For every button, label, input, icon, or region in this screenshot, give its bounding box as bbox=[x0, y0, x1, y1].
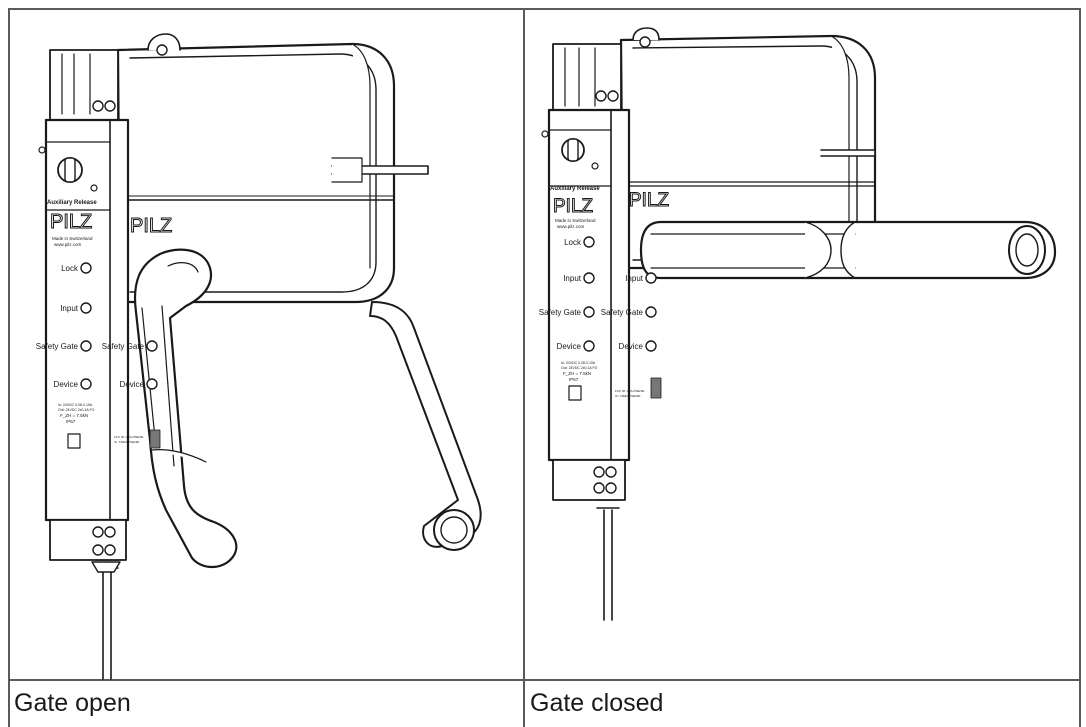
table-border-top bbox=[8, 8, 1081, 10]
side-label-input: Input bbox=[625, 274, 644, 283]
handle-arm-rear bbox=[369, 301, 482, 548]
rating-line-2: Out: 24VDC 2x0,1A FO bbox=[561, 366, 598, 370]
led-lock bbox=[80, 262, 92, 274]
rating-line-3: F_ZH = 7.5kN bbox=[563, 371, 591, 376]
fcc-line-2: IC: 7482A-PSEN6L bbox=[114, 440, 140, 444]
caption-gate-open: Gate open bbox=[14, 689, 131, 717]
actuator-tongue bbox=[820, 149, 876, 157]
rating-line-1: In: 24VDC 0,08-0,15A bbox=[58, 403, 93, 407]
made-in-label: Made in Switzerland bbox=[555, 218, 596, 223]
led-safety-gate bbox=[583, 306, 595, 318]
indicator-label-lock: Lock bbox=[61, 264, 79, 273]
rating-line-4: IP67 bbox=[66, 419, 76, 424]
image-cell-gate-closed: Auxiliary Release PILZ PILZ Made in Swit… bbox=[525, 10, 1079, 679]
gate-closed-illustration: Auxiliary Release PILZ PILZ Made in Swit… bbox=[539, 27, 1057, 621]
fcc-line-1: FCC ID: VPA-PSEN6L bbox=[615, 389, 645, 393]
side-label-device: Device bbox=[619, 342, 644, 351]
table-border-left bbox=[8, 8, 10, 727]
led-input bbox=[80, 302, 92, 314]
rating-line-1: In: 24VDC 0,08-0,15A bbox=[561, 361, 596, 365]
side-label-safety-gate: Safety Gate bbox=[601, 308, 644, 317]
connector-cable bbox=[603, 509, 613, 621]
bottom-connector bbox=[49, 519, 127, 561]
brand-front: PILZ bbox=[50, 211, 92, 233]
led-lock bbox=[583, 236, 595, 248]
brand-side: PILZ bbox=[629, 190, 670, 211]
qr-code bbox=[149, 429, 161, 449]
qr-code bbox=[650, 377, 662, 399]
brand-front: PILZ bbox=[553, 196, 594, 217]
switch-body bbox=[547, 108, 631, 462]
indicator-label-safety-gate: Safety Gate bbox=[36, 342, 79, 351]
key-lock-icon bbox=[38, 146, 98, 192]
website-label: www.pilz.com bbox=[557, 224, 585, 229]
indicator-label-input: Input bbox=[563, 274, 582, 283]
indicator-label-lock: Lock bbox=[564, 238, 582, 247]
led-device bbox=[583, 340, 595, 352]
device-header: Auxiliary Release bbox=[550, 186, 600, 192]
led-safety-gate bbox=[80, 340, 92, 352]
gate-open-illustration: Auxiliary Release PILZ PILZ Made in Swit… bbox=[36, 33, 482, 680]
brand-side: PILZ bbox=[130, 215, 172, 237]
fcc-line-2: IC: 7482A-PSEN6L bbox=[615, 394, 641, 398]
rating-line-2: Out: 24VDC 2x0,1A FO bbox=[58, 408, 95, 412]
connector-cable bbox=[102, 569, 112, 680]
led-device bbox=[80, 378, 92, 390]
rating-line-4: IP67 bbox=[569, 377, 579, 382]
led-input bbox=[583, 272, 595, 284]
rating-line-3: F_ZH = 7.5kN bbox=[60, 413, 88, 418]
table-border-middle bbox=[523, 8, 525, 727]
website-label: www.pilz.com bbox=[54, 242, 82, 247]
indicator-label-device: Device bbox=[54, 380, 79, 389]
bottom-connector bbox=[552, 459, 626, 501]
indicator-label-input: Input bbox=[60, 304, 79, 313]
device-header: Auxiliary Release bbox=[47, 200, 97, 206]
table-border-right bbox=[1079, 8, 1081, 727]
switch-body bbox=[44, 118, 130, 522]
indicator-label-device: Device bbox=[557, 342, 582, 351]
made-in-label: Made in Switzerland bbox=[52, 236, 93, 241]
caption-row-divider bbox=[8, 679, 1081, 681]
key-lock-icon bbox=[541, 130, 599, 170]
indicator-label-safety-gate: Safety Gate bbox=[539, 308, 582, 317]
side-label-device: Device bbox=[120, 380, 145, 389]
fcc-line-1: FCC ID: VPA-PSEN6L bbox=[114, 435, 144, 439]
side-label-safety-gate: Safety Gate bbox=[102, 342, 145, 351]
caption-gate-closed: Gate closed bbox=[530, 689, 664, 717]
image-cell-gate-open: Auxiliary Release PILZ PILZ Made in Swit… bbox=[10, 10, 523, 680]
